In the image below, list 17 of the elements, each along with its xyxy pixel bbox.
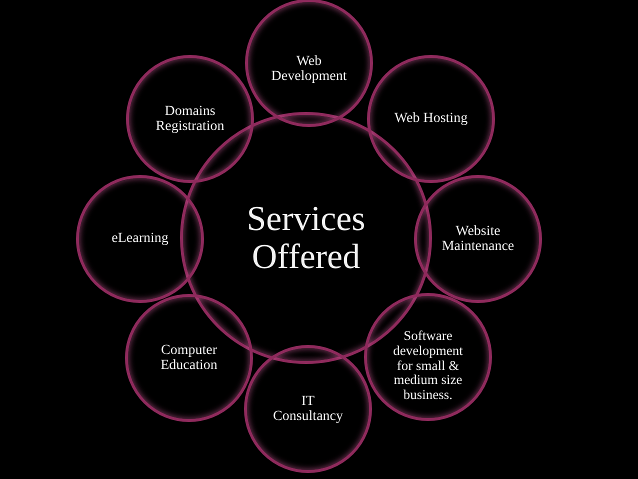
service-label: Computer Education	[160, 342, 218, 374]
service-label: eLearning	[112, 231, 168, 247]
service-circle	[364, 293, 492, 421]
hub-title: Services Offered	[246, 200, 366, 276]
service-circle	[125, 294, 253, 422]
service-circle	[76, 175, 204, 303]
service-label: Website Maintenance	[440, 224, 516, 254]
service-label: IT Consultancy	[272, 394, 344, 424]
service-label: Software development for small & medium size business.	[392, 328, 464, 404]
service-circle	[126, 55, 254, 183]
service-circle	[367, 55, 495, 183]
service-label: Web Development	[270, 54, 348, 84]
service-circle	[245, 0, 373, 127]
service-circle	[414, 175, 542, 303]
service-circle	[244, 345, 372, 473]
service-label: Web Hosting	[394, 111, 468, 127]
service-label: Domains Registration	[154, 104, 226, 134]
